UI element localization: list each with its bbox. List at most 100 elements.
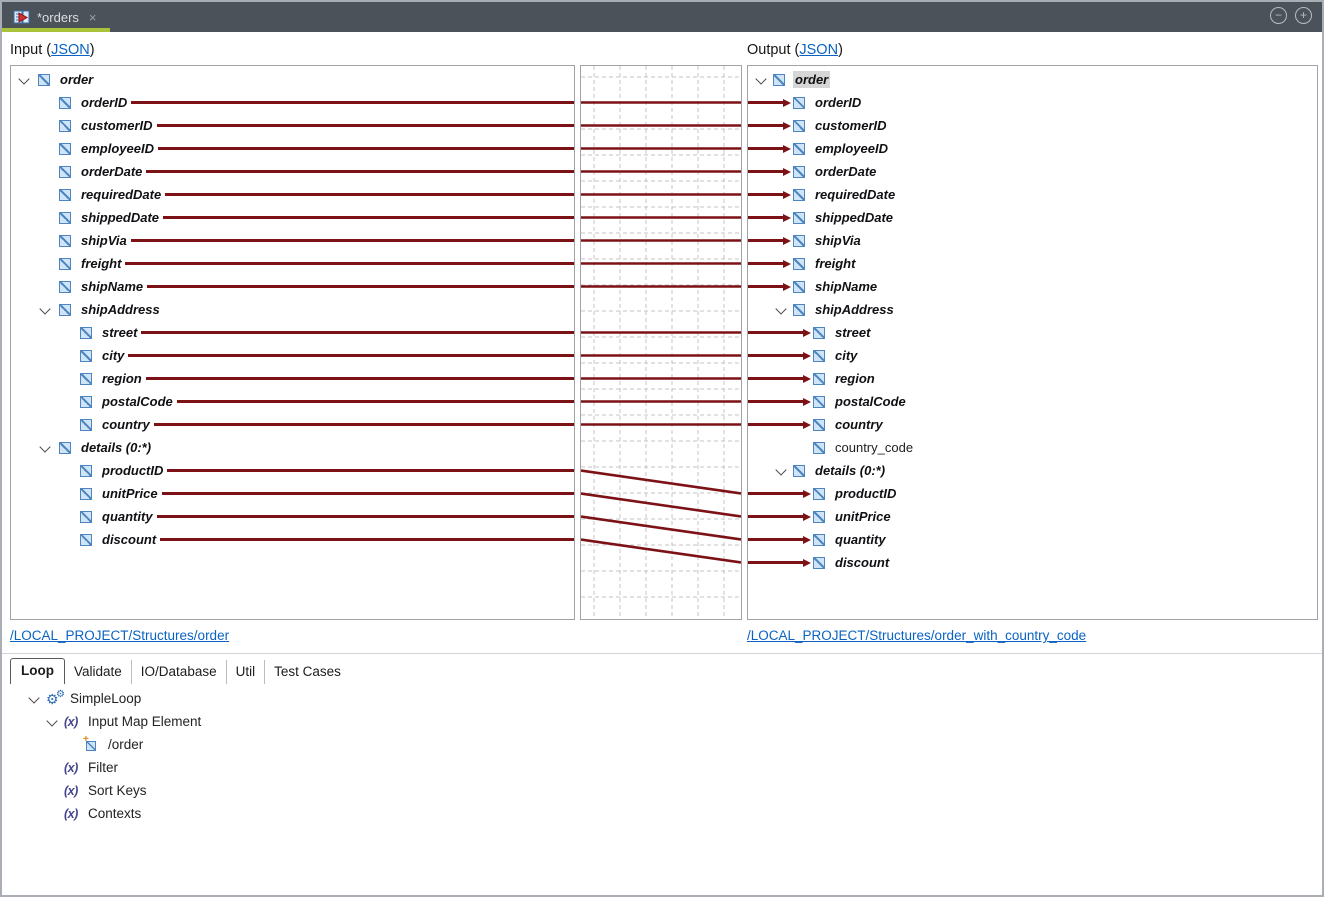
output-tree-row[interactable]: street	[748, 321, 1317, 344]
input-tree-row[interactable]: shipName	[11, 275, 574, 298]
mapping-line-end[interactable]	[748, 170, 783, 173]
mapping-line-end[interactable]	[748, 538, 803, 541]
chevron-down-icon[interactable]	[753, 72, 769, 88]
output-tree-row[interactable]: postalCode	[748, 390, 1317, 413]
mapping-line-start[interactable]	[147, 285, 574, 288]
input-tree-row[interactable]: postalCode	[11, 390, 574, 413]
output-tree-row[interactable]: shippedDate	[748, 206, 1317, 229]
input-tree-row[interactable]: discount	[11, 528, 574, 551]
mapping-line[interactable]	[581, 469, 741, 495]
mapping-line-end[interactable]	[748, 377, 803, 380]
zoom-in-button[interactable]: +	[1295, 7, 1312, 24]
mapping-line-end[interactable]	[748, 147, 783, 150]
input-tree-row[interactable]: shipAddress	[11, 298, 574, 321]
mapping-line-end[interactable]	[748, 262, 783, 265]
mapping-line-end[interactable]	[748, 400, 803, 403]
chevron-down-icon[interactable]	[37, 440, 53, 456]
output-tree-row[interactable]: city	[748, 344, 1317, 367]
mapping-line-start[interactable]	[128, 354, 574, 357]
chevron-down-icon[interactable]	[16, 72, 32, 88]
mapping-line[interactable]	[581, 492, 741, 518]
loop-tree-row[interactable]: ⚙⚙SimpleLoop	[10, 687, 1314, 710]
output-tree-row[interactable]: orderID	[748, 91, 1317, 114]
output-tree-row[interactable]: quantity	[748, 528, 1317, 551]
tab-io-database[interactable]: IO/Database	[132, 660, 227, 684]
mapping-line-start[interactable]	[131, 101, 574, 104]
output-tree-row[interactable]: productID	[748, 482, 1317, 505]
mapping-line[interactable]	[581, 515, 741, 541]
tab-util[interactable]: Util	[227, 660, 266, 684]
output-tree-row[interactable]: region	[748, 367, 1317, 390]
input-tree-row[interactable]: unitPrice	[11, 482, 574, 505]
mapping-line-start[interactable]	[156, 515, 574, 518]
output-tree-row[interactable]: order	[748, 68, 1317, 91]
output-tree-row[interactable]: discount	[748, 551, 1317, 574]
mapping-line-end[interactable]	[748, 239, 783, 242]
mapping-line-start[interactable]	[176, 400, 574, 403]
output-tree-row[interactable]: unitPrice	[748, 505, 1317, 528]
input-tree-row[interactable]: quantity	[11, 505, 574, 528]
input-tree-row[interactable]: shippedDate	[11, 206, 574, 229]
input-tree-row[interactable]: street	[11, 321, 574, 344]
chevron-down-icon[interactable]	[44, 714, 60, 730]
mapping-line-start[interactable]	[163, 216, 574, 219]
input-tree-row[interactable]: shipVia	[11, 229, 574, 252]
input-json-link[interactable]: JSON	[51, 42, 90, 58]
mapping-line-start[interactable]	[146, 170, 574, 173]
output-tree-row[interactable]: freight	[748, 252, 1317, 275]
output-tree-row[interactable]: requiredDate	[748, 183, 1317, 206]
tab-close-icon[interactable]: ×	[88, 9, 97, 25]
mapping-line-start[interactable]	[145, 377, 574, 380]
zoom-out-button[interactable]: −	[1270, 7, 1287, 24]
input-tree-row[interactable]: details (0:*)	[11, 436, 574, 459]
mapping-line-start[interactable]	[165, 193, 574, 196]
loop-tree-row[interactable]: (x)Sort Keys	[10, 779, 1314, 802]
input-tree-row[interactable]: requiredDate	[11, 183, 574, 206]
output-tree-row[interactable]: country_code	[748, 436, 1317, 459]
mapping-line-start[interactable]	[160, 538, 574, 541]
tab-test-cases[interactable]: Test Cases	[274, 664, 341, 679]
mapping-line-start[interactable]	[167, 469, 574, 472]
input-tree-row[interactable]: country	[11, 413, 574, 436]
input-tree-row[interactable]: order	[11, 68, 574, 91]
mapping-line-start[interactable]	[157, 147, 574, 150]
mapping-line-end[interactable]	[748, 124, 783, 127]
chevron-down-icon[interactable]	[37, 302, 53, 318]
output-tree-row[interactable]: shipVia	[748, 229, 1317, 252]
mapping-line-start[interactable]	[141, 331, 574, 334]
input-tree-row[interactable]: city	[11, 344, 574, 367]
mapping-line-end[interactable]	[748, 331, 803, 334]
tab-loop[interactable]: Loop	[10, 658, 65, 684]
mapping-line-start[interactable]	[130, 239, 574, 242]
input-tree-row[interactable]: employeeID	[11, 137, 574, 160]
chevron-down-icon[interactable]	[773, 463, 789, 479]
chevron-down-icon[interactable]	[773, 302, 789, 318]
output-tree-row[interactable]: details (0:*)	[748, 459, 1317, 482]
input-tree-row[interactable]: productID	[11, 459, 574, 482]
mapping-line-end[interactable]	[748, 216, 783, 219]
output-structure-link[interactable]: /LOCAL_PROJECT/Structures/order_with_cou…	[747, 628, 1087, 643]
mapping-line-end[interactable]	[748, 285, 783, 288]
output-tree-row[interactable]: shipAddress	[748, 298, 1317, 321]
input-tree-row[interactable]: freight	[11, 252, 574, 275]
input-tree-row[interactable]: orderID	[11, 91, 574, 114]
mapping-line-start[interactable]	[161, 492, 574, 495]
mapping-line-end[interactable]	[748, 515, 803, 518]
mapping-line-end[interactable]	[748, 561, 803, 564]
output-json-link[interactable]: JSON	[799, 42, 839, 58]
mapping-line-end[interactable]	[748, 354, 803, 357]
mapping-line-end[interactable]	[748, 423, 803, 426]
chevron-down-icon[interactable]	[26, 691, 42, 707]
output-tree-row[interactable]: shipName	[748, 275, 1317, 298]
input-tree-row[interactable]: customerID	[11, 114, 574, 137]
output-tree-row[interactable]: employeeID	[748, 137, 1317, 160]
loop-tree-row[interactable]: (x)Contexts	[10, 802, 1314, 825]
mapping-line-end[interactable]	[748, 193, 783, 196]
document-tab-orders[interactable]: *orders ×	[2, 2, 110, 32]
mapping-line-start[interactable]	[125, 262, 574, 265]
loop-tree-row[interactable]: (x)Filter	[10, 756, 1314, 779]
mapping-line-start[interactable]	[153, 423, 574, 426]
output-tree-row[interactable]: orderDate	[748, 160, 1317, 183]
mapping-line-end[interactable]	[748, 101, 783, 104]
mapping-line[interactable]	[581, 538, 741, 564]
